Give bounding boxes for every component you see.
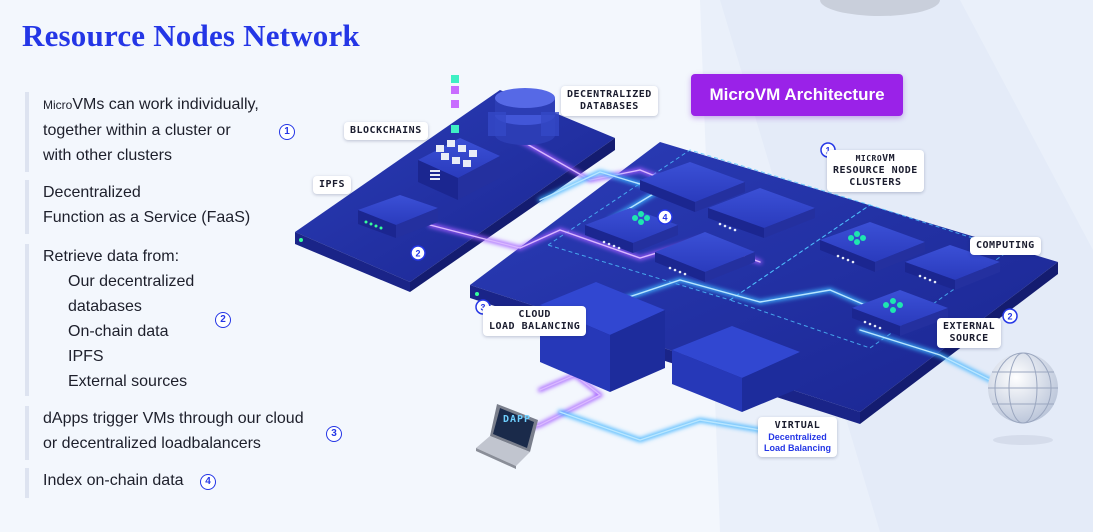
diagram-badge-text: 2: [1007, 312, 1012, 322]
diagram-badge-text: 4: [662, 213, 667, 223]
globe-icon: [988, 352, 1058, 445]
feature-dapps: dApps trigger VMs through our cloud or d…: [25, 406, 342, 460]
number-badge-2: 2: [215, 312, 231, 328]
callout-line: IPFS: [319, 179, 346, 190]
feature-line: Decentralized: [43, 184, 141, 201]
database-stack-icon: [488, 88, 559, 145]
feature-subline: Our decentralized: [68, 273, 195, 290]
callout-cloud-load-balancing: CLOUD LOAD BALANCING: [483, 306, 587, 336]
callout-line: VM: [882, 153, 896, 164]
callout-line: RESOURCE NODE: [833, 165, 918, 176]
page-title: Resource Nodes Network: [22, 18, 360, 53]
callout-line: CLOUD: [518, 309, 551, 320]
blockchain-cube-icons: [451, 75, 459, 133]
feature-index: Index on-chain data 4: [25, 468, 325, 498]
callout-virtual-load-balancing: VIRTUAL Decentralized Load Balancing: [758, 417, 838, 457]
callout-line: BLOCKCHAINS: [350, 125, 422, 136]
callout-ipfs: IPFS: [313, 176, 352, 194]
number-badge-4: 4: [200, 474, 216, 490]
callout-line: EXTERNAL: [943, 321, 996, 332]
blockchain-server: [418, 75, 500, 200]
diagram-badge-ipfs: 2: [410, 245, 426, 261]
feature-subline: External sources: [68, 373, 188, 390]
diagram-badges: 1 2 2 3 4: [410, 142, 1018, 324]
feature-subline: On-chain data: [68, 323, 169, 340]
feature-line: VMs can work individually,: [72, 96, 259, 113]
feature-faas: Decentralized Function as a Service (Faa…: [25, 180, 325, 234]
callout-computing: COMPUTING: [970, 237, 1041, 255]
callout-micro-prefix: MICRO: [855, 154, 883, 163]
callout-subline: Decentralized: [768, 432, 827, 442]
feature-line: Index on-chain data: [43, 472, 184, 489]
callout-line: DECENTRALIZED: [567, 89, 652, 100]
number-badge-1: 1: [279, 124, 295, 140]
dapp-screen-label: DAPP: [503, 414, 532, 425]
micro-prefix: Micro: [43, 98, 73, 112]
feature-line: together within a cluster or: [43, 122, 231, 139]
feature-line: Function as a Service (FaaS): [43, 209, 251, 226]
architecture-title-badge: MicroVM Architecture: [691, 74, 903, 116]
ipfs-device: [358, 195, 438, 238]
cluster-nodes: [585, 162, 1000, 336]
diagram-badge-text: 2: [415, 249, 420, 259]
feature-subline: IPFS: [68, 348, 104, 365]
callout-line: COMPUTING: [976, 240, 1035, 251]
diagram-badge-external: 2: [1002, 308, 1018, 324]
callout-blockchains: BLOCKCHAINS: [344, 122, 428, 140]
virtual-load-balancer-block: [672, 326, 800, 412]
feature-retrieve-data: Retrieve data from: Our decentralized da…: [25, 244, 325, 396]
callout-line: SOURCE: [949, 333, 989, 344]
callout-line: CLUSTERS: [849, 177, 902, 188]
number-badge-3: 3: [326, 426, 342, 442]
callout-subline: Load Balancing: [764, 443, 832, 453]
feature-line: Retrieve data from:: [43, 248, 180, 265]
callout-resource-node-clusters: MICROVM RESOURCE NODE CLUSTERS: [827, 150, 924, 192]
feature-subline: databases: [68, 298, 142, 315]
callout-line: VIRTUAL: [774, 420, 821, 431]
feature-line: or decentralized loadbalancers: [43, 435, 261, 452]
callout-external-source: EXTERNAL SOURCE: [937, 318, 1002, 348]
feature-line: with other clusters: [43, 147, 172, 164]
diagram-badge-index: 4: [657, 209, 673, 225]
laptop-icon: [476, 404, 538, 469]
feature-line: dApps trigger VMs through our cloud: [43, 410, 304, 427]
callout-line: LOAD BALANCING: [489, 321, 581, 332]
feature-microvms: MicroVMs can work individually, together…: [25, 92, 325, 172]
callout-line: DATABASES: [580, 101, 639, 112]
callout-decentralized-databases: DECENTRALIZED DATABASES: [561, 86, 658, 116]
